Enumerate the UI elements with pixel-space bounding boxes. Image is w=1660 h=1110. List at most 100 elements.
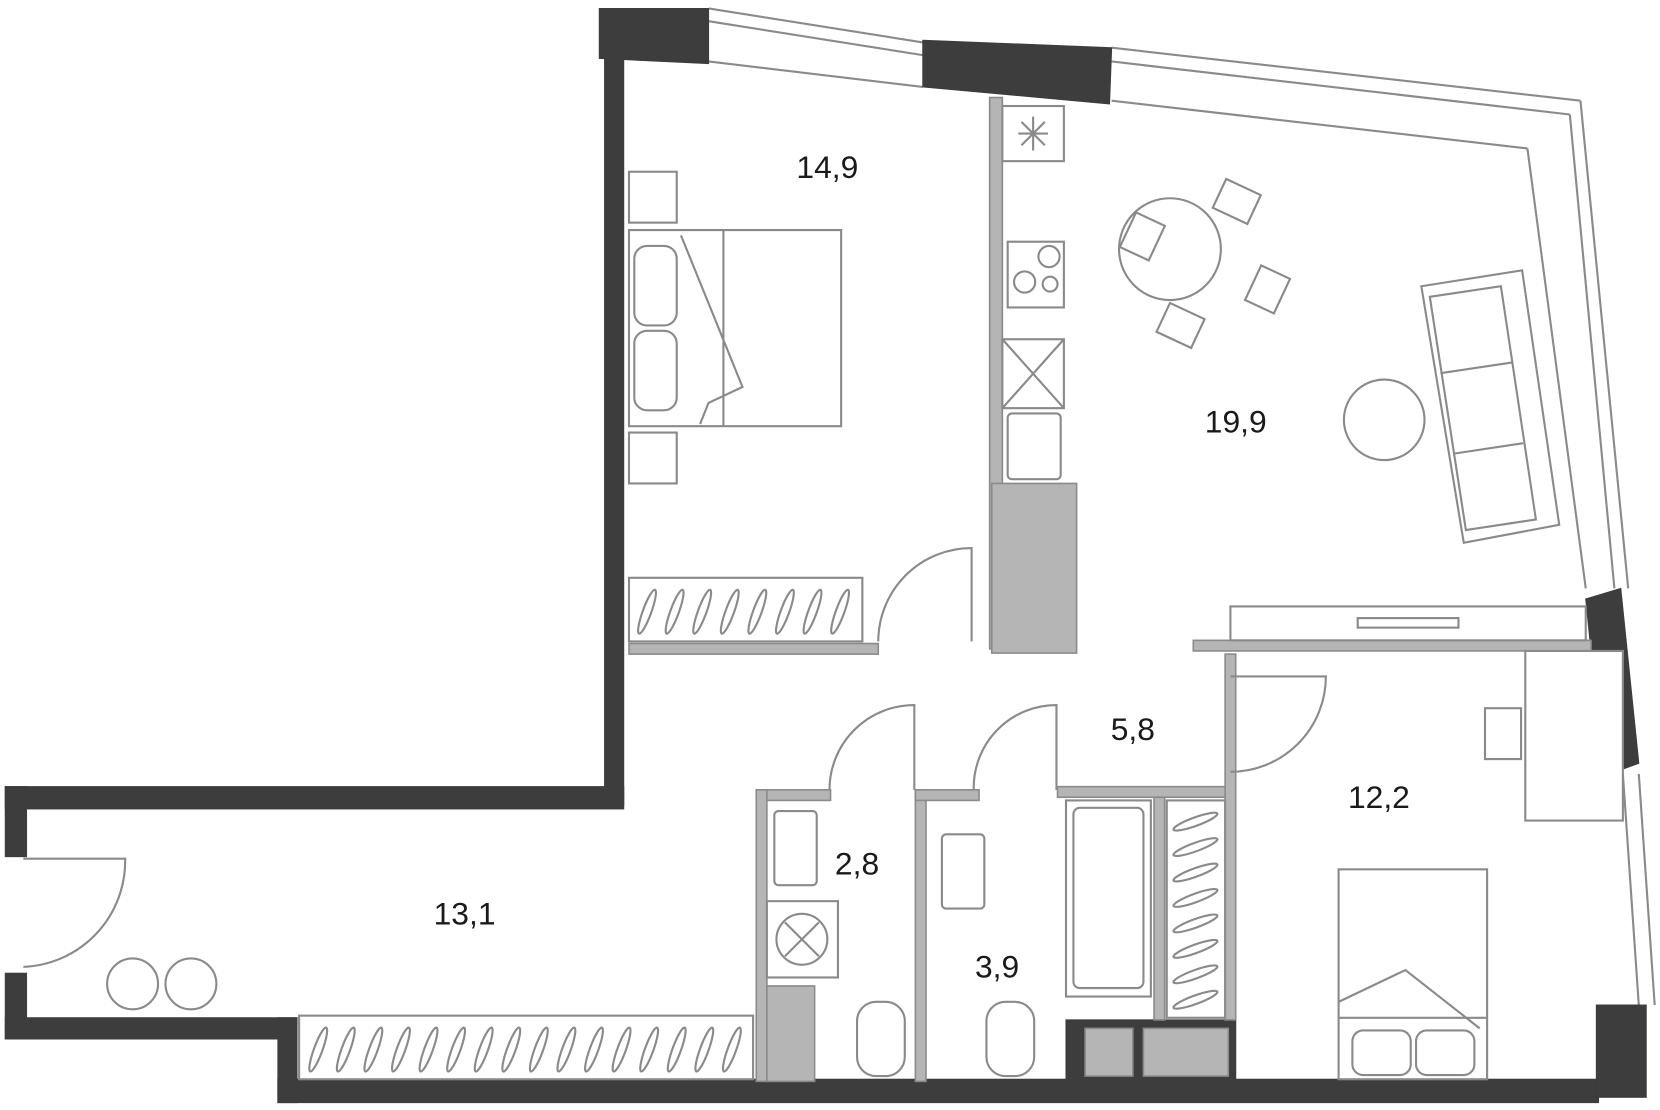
bath2-top-wall-right	[1056, 785, 1234, 799]
area-label-entrance-hall: 13,1	[434, 895, 496, 931]
bath2-top-wall	[914, 789, 980, 802]
wall-bottom	[277, 1078, 1600, 1104]
chair	[1243, 264, 1292, 315]
area-label-bathroom-2: 3,9	[975, 948, 1019, 984]
hanger	[747, 588, 768, 635]
hanger	[335, 1026, 356, 1073]
tv	[1356, 617, 1460, 629]
cross-icon	[1001, 338, 1065, 409]
hanger	[611, 1026, 632, 1073]
shaft-2	[1142, 1027, 1230, 1077]
hanger	[830, 588, 851, 635]
hanger	[666, 1026, 687, 1073]
desk-chair	[1483, 707, 1523, 761]
area-label-bathroom-1: 2,8	[835, 846, 879, 882]
cross-icon	[784, 921, 820, 958]
bath1-sink	[773, 809, 818, 887]
hanger	[692, 588, 713, 635]
wardrobe-hall	[1165, 799, 1227, 1019]
sofa-seat	[1428, 285, 1538, 532]
burner	[1012, 270, 1037, 294]
hanger	[802, 588, 823, 635]
wall-bottom-left	[4, 1017, 298, 1040]
kitchen-column	[990, 482, 1078, 654]
pillow	[1414, 1029, 1476, 1077]
coffee-table	[1342, 378, 1426, 462]
bath2-sink	[940, 833, 986, 910]
doors	[23, 547, 1327, 968]
wall-horizontal	[4, 786, 625, 810]
entrance-door[interactable]	[23, 857, 127, 968]
drum	[775, 912, 829, 966]
hanger	[1172, 811, 1219, 832]
pouf	[164, 957, 218, 1011]
bedroom2-left-wall	[1224, 653, 1237, 1021]
door-bathroom-2[interactable]	[972, 703, 1058, 790]
area-label-bedroom-2: 12,2	[1348, 779, 1410, 815]
chair	[1155, 301, 1206, 350]
window-right-lower	[1621, 773, 1656, 1006]
toilet-1	[855, 1000, 906, 1078]
hanger	[1172, 964, 1219, 985]
hanger	[390, 1026, 411, 1073]
door-bathroom-1[interactable]	[828, 703, 916, 790]
window-top-left	[708, 7, 923, 88]
hanger	[446, 1026, 467, 1073]
window-right	[1526, 100, 1630, 589]
nightstand	[627, 170, 678, 224]
pillow	[633, 329, 678, 412]
hall-wall	[1192, 639, 1592, 652]
kitchen-sink	[1006, 412, 1062, 481]
furniture	[106, 104, 1624, 1081]
hanger	[721, 1026, 742, 1073]
wall-block	[598, 7, 710, 65]
chair	[1211, 177, 1263, 226]
bath1-left-wall	[755, 789, 768, 1083]
hanger	[584, 1026, 604, 1073]
pillow	[633, 244, 678, 327]
chair	[1118, 210, 1167, 262]
bath1-shaft	[766, 985, 816, 1083]
bathtub	[1064, 799, 1152, 998]
hanger	[637, 588, 658, 635]
hanger	[556, 1026, 577, 1073]
pillow	[1351, 1029, 1412, 1077]
burner	[1041, 275, 1059, 293]
area-label-bedroom-1: 14,9	[796, 149, 858, 185]
tv-console	[1229, 605, 1587, 642]
snowflake-icon	[1018, 116, 1048, 151]
blanket	[679, 230, 744, 427]
sofa-cushions	[1440, 361, 1524, 455]
hanger	[664, 588, 685, 635]
hanger	[1172, 887, 1219, 908]
hanger	[719, 588, 740, 635]
hanger	[308, 1026, 329, 1073]
hanger	[418, 1026, 439, 1073]
door-bedroom-1[interactable]	[877, 547, 973, 642]
burner	[1037, 244, 1061, 269]
bath-divider	[914, 789, 927, 1083]
hanger	[1172, 862, 1219, 883]
window-top-right	[1111, 46, 1581, 150]
wall-entrance-top	[4, 786, 28, 858]
bath-wardrobe-wall	[1153, 796, 1166, 1021]
hanger	[1172, 938, 1219, 959]
hanger	[639, 1026, 660, 1073]
pouf	[106, 957, 160, 1011]
hanger	[473, 1026, 494, 1073]
nightstand	[627, 431, 678, 485]
sofa	[1420, 269, 1561, 545]
hanger	[774, 588, 795, 635]
hanger	[363, 1026, 384, 1073]
wardrobe-bedroom-1	[627, 576, 864, 643]
bedroom-wall	[628, 642, 880, 655]
wall-left-upper	[604, 57, 625, 807]
inner-walls	[628, 96, 1592, 1083]
hanger	[694, 1026, 715, 1073]
wardrobe-entrance	[298, 1014, 755, 1081]
bathtub-inner	[1072, 806, 1145, 990]
door-bedroom-2[interactable]	[1230, 675, 1327, 773]
hanger	[501, 1026, 522, 1073]
blanket	[1338, 968, 1488, 1030]
